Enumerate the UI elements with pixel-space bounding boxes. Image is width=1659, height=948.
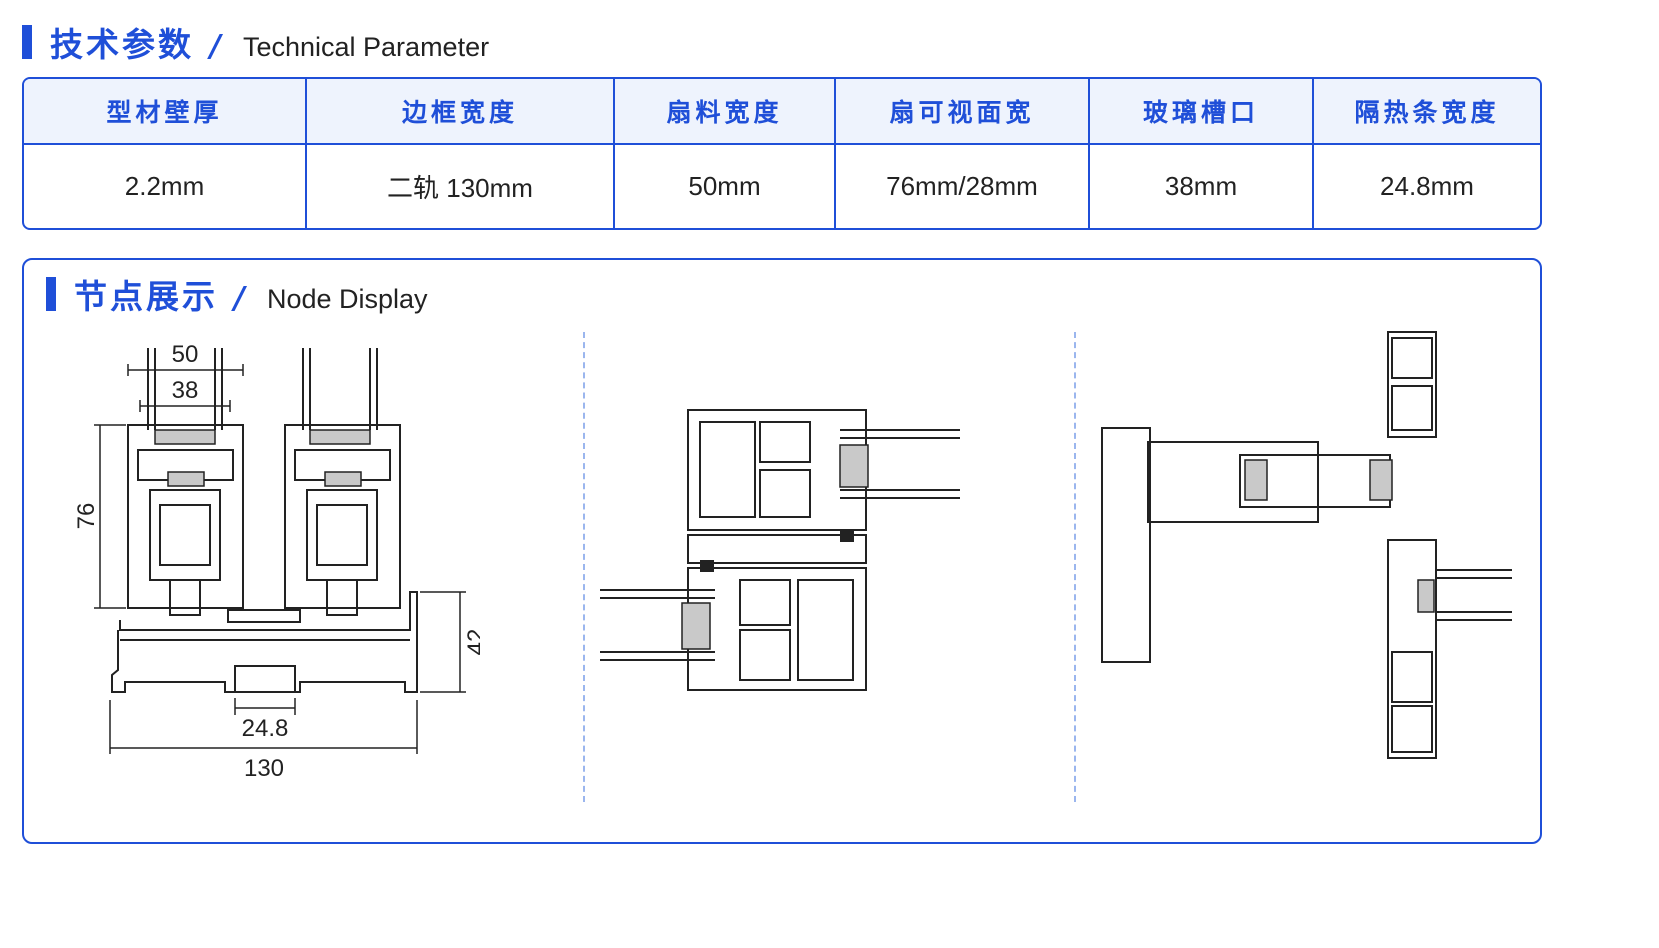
node-section-header: 节点展示 / Node Display — [46, 270, 428, 318]
title-separator: / — [234, 281, 245, 316]
sliding-frame-section-drawing: 50 38 76 42 24.8 130 — [73, 341, 480, 782]
section-bar — [22, 25, 32, 59]
value-cell: 38mm — [1090, 145, 1314, 228]
node-title-cn: 节点展示 — [74, 277, 218, 316]
dimension-label: 130 — [244, 755, 284, 782]
header-cell: 玻璃槽口 — [1090, 79, 1314, 143]
panel-divider — [1074, 332, 1076, 802]
header-cell: 扇料宽度 — [615, 79, 836, 143]
technical-title-cn: 技术参数 — [50, 25, 194, 64]
dimension-label: 38 — [172, 377, 199, 404]
parameter-header-row: 型材壁厚 边框宽度 扇料宽度 扇可视面宽 玻璃槽口 隔热条宽度 — [24, 79, 1540, 145]
technical-section-header: 技术参数 / Technical Parameter — [22, 18, 489, 66]
dimension-label: 42 — [463, 629, 480, 656]
dimension-label: 50 — [172, 341, 199, 368]
header-cell: 边框宽度 — [307, 79, 615, 143]
value-cell: 二轨 130mm — [307, 145, 615, 228]
value-cell: 50mm — [615, 145, 836, 228]
value-cell: 24.8mm — [1380, 171, 1474, 201]
parameter-value-row: 2.2mm 二轨 130mm 50mm 76mm/28mm 38mm 24.8m… — [24, 145, 1540, 228]
technical-title-en: Technical Parameter — [242, 32, 490, 62]
dimension-label: 76 — [73, 503, 100, 530]
header-cell: 隔热条宽度 — [1354, 98, 1500, 127]
mullion-section-drawing — [1101, 331, 1512, 759]
interlock-section-drawing — [600, 409, 960, 691]
node-title-en: Node Display — [266, 284, 428, 314]
value-cell: 76mm/28mm — [836, 145, 1090, 228]
parameter-table: 型材壁厚 边框宽度 扇料宽度 扇可视面宽 玻璃槽口 隔热条宽度 2.2mm 二轨… — [22, 77, 1542, 230]
header-cell: 型材壁厚 — [24, 79, 307, 143]
panel-divider — [583, 332, 585, 802]
value-cell: 2.2mm — [24, 145, 307, 228]
header-cell: 扇可视面宽 — [836, 79, 1090, 143]
node-display-panel: 节点展示 / Node Display — [22, 258, 1542, 844]
dimension-label: 24.8 — [242, 715, 289, 742]
title-separator: / — [210, 29, 221, 64]
section-bar — [46, 277, 56, 311]
